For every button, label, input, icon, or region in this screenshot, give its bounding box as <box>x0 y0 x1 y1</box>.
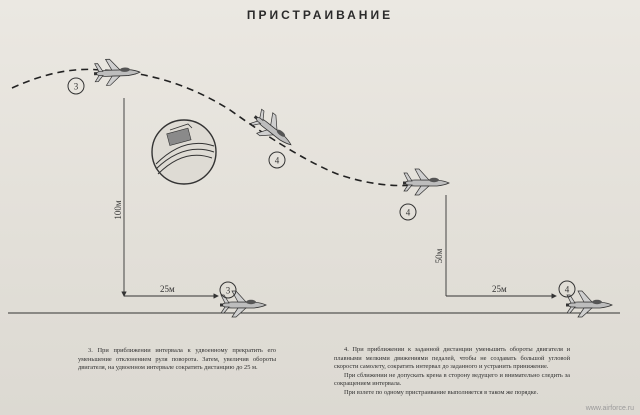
caption-step-4-p2: При сближении не допускать крена в сторо… <box>334 371 570 388</box>
label-100m: 100м <box>113 200 123 220</box>
plane-3-start <box>93 57 141 87</box>
caption-step-4: 4. При приближении к заданной дистанции … <box>334 346 570 398</box>
marker-4-descending: 4 <box>399 203 417 221</box>
svg-text:3: 3 <box>74 82 79 92</box>
plane-4-descending <box>402 168 450 196</box>
plane-4-turning <box>246 104 301 155</box>
caption-step-4-p3: При взлете по одному пристраивание выпол… <box>344 388 539 396</box>
marker-3-start: 3 <box>67 77 85 95</box>
watermark: www.airforce.ru <box>585 405 634 412</box>
svg-text:3: 3 <box>226 286 231 296</box>
page-title: ПРИСТРАИВАНИЕ <box>246 8 394 22</box>
svg-text:4: 4 <box>275 156 280 166</box>
cockpit-inset <box>151 119 217 185</box>
flight-path <box>11 68 416 187</box>
marker-4-turning: 4 <box>268 151 286 169</box>
label-25m-left: 25м <box>160 284 175 294</box>
marker-4-final: 4 <box>558 280 576 298</box>
label-50m: 50м <box>434 248 444 263</box>
marker-3-leader: 3 <box>219 281 237 299</box>
caption-step-4-p1: 4. При приближении к заданной дистанции … <box>334 346 570 371</box>
svg-text:4: 4 <box>406 208 411 218</box>
caption-step-3: 3. При приближении интервала к удвоенном… <box>78 347 276 372</box>
svg-text:4: 4 <box>565 285 570 295</box>
label-25m-right: 25м <box>492 284 507 294</box>
